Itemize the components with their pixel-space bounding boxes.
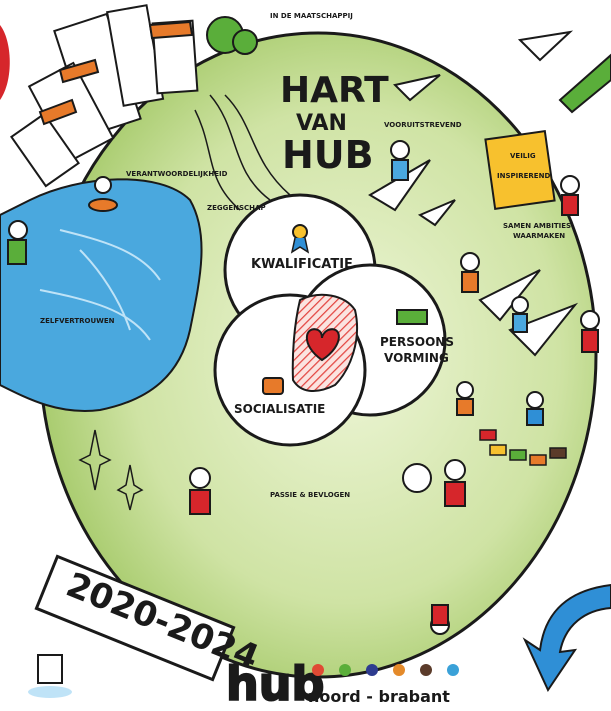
title-line-3: HUB [282,133,374,177]
label-passie: PASSIE & BEVLOGEN [270,491,350,499]
title-line-1: HART [280,70,389,111]
logo-dot [366,664,378,676]
label-zelfvertrouwen: ZELFVERTROUWEN [40,317,115,325]
award-ribbon-icon [292,224,308,240]
logo-hub: hub [226,657,324,711]
hub-logo: hub noord - brabant [225,656,450,711]
logo-region: noord - brabant [308,687,450,706]
logo-dots [312,664,459,676]
venn-label-vorming: VORMING [384,351,449,365]
lego-brick-icon [396,309,428,325]
title-line-2: VAN [296,111,347,136]
label-samen-2: WAARMAKEN [513,232,565,240]
label-zeggenschap: ZEGGENSCHAP [207,204,266,212]
coffee-cup-icon [262,377,284,395]
people-figures [7,140,600,635]
outer-label: IN DE MAATSCHAPPIJ [270,12,353,20]
venn-diagram: KWALIFICATIE PERSOONS VORMING SOCIALISAT… [213,193,454,447]
label-veilig: VEILIG [510,152,536,160]
logo-dot [312,664,324,676]
heart-icon [305,328,340,362]
label-samen-1: SAMEN AMBITIES [503,222,571,230]
water-lake [0,178,203,412]
red-edge-left [0,25,10,100]
venn-label-persoons: PERSOONS [380,335,454,349]
logo-dot [447,664,459,676]
venn-label-socialisatie: SOCIALISATIE [234,402,325,416]
label-vooruitstrevend: VOORUITSTREVEND [384,121,462,129]
logo-dot [393,664,405,676]
venn-label-kwalificatie: KWALIFICATIE [251,257,353,272]
city-buildings [10,4,258,188]
lego-bricks [479,429,567,466]
logo-dot [339,664,351,676]
label-verantwoordelijkheid: VERANTWOORDELIJKHEID [126,170,228,178]
sparkle-icon [78,429,144,511]
book-illustration: VEILIG INSPIREREND [484,130,556,210]
soccer-ball-icon [402,463,432,493]
label-inspirerend: INSPIREREND [497,172,550,180]
logo-dot [420,664,432,676]
bucket-icon [37,654,63,684]
blue-arrow-bottom-right [522,583,611,693]
green-arrow-top-right [558,53,611,114]
